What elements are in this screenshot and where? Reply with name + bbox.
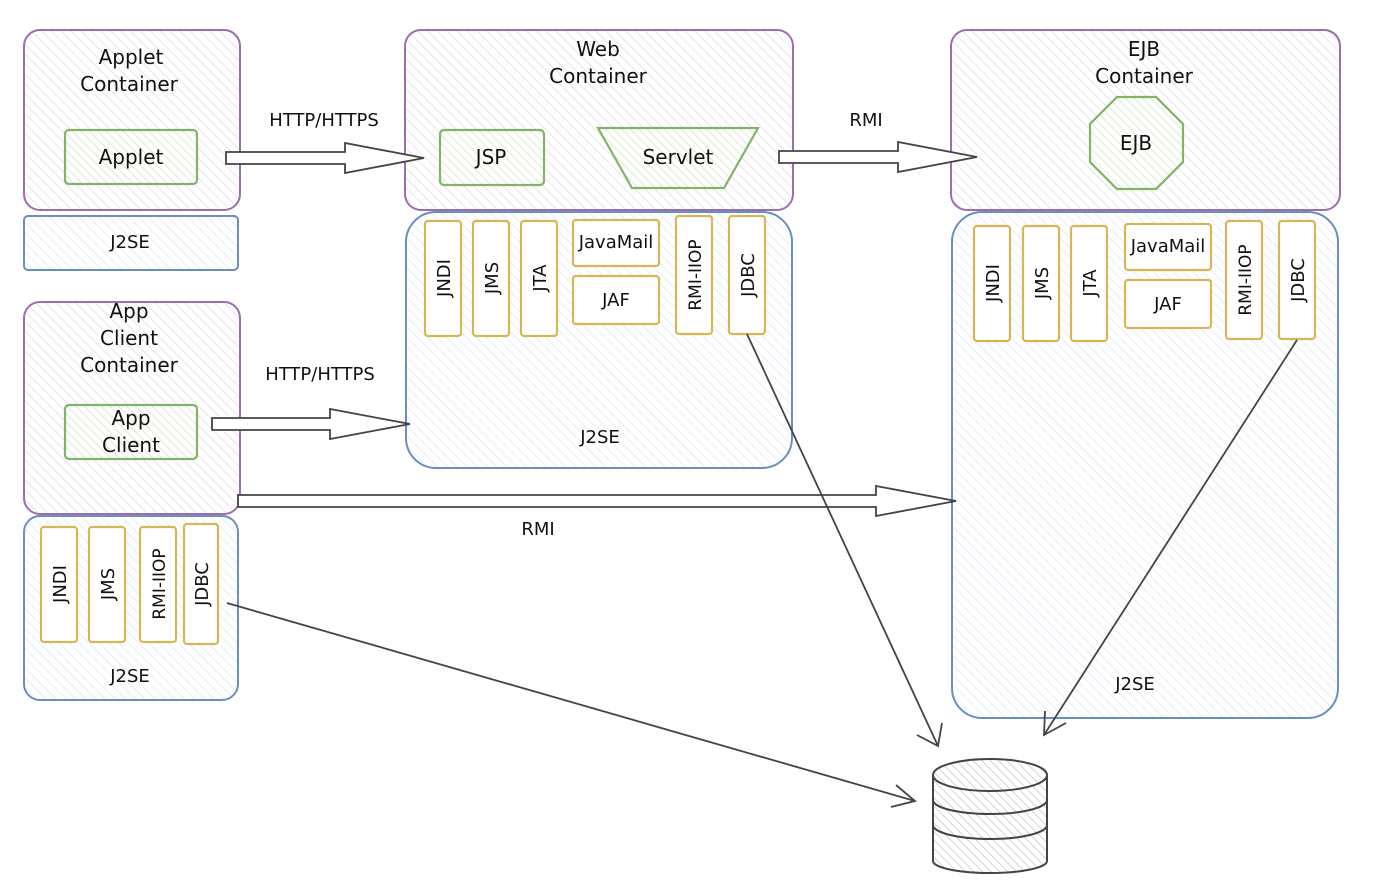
ejb-container-title-line2: Container <box>1095 64 1194 88</box>
arrow-web-jdbc-to-db-line <box>746 333 939 747</box>
ejb-jndi-box <box>972 224 1012 343</box>
client-jdbc-box <box>182 522 220 646</box>
app-client-container: App Client Container App Client <box>23 299 241 515</box>
app-client-container-title-line1: App <box>109 299 148 323</box>
ejb-rmi-iiop-box <box>1224 219 1264 341</box>
web-rmi-iiop-label: RMI-IIOP <box>686 239 706 310</box>
client-jndi-box <box>39 525 79 644</box>
ejb-rmi-iiop-label: RMI-IIOP <box>1236 244 1256 315</box>
web-jndi-label: JNDI <box>434 259 455 298</box>
web-jta-label: JTA <box>530 264 551 293</box>
arrow-client-jdbc-to-db <box>226 602 917 808</box>
ejb-javamail-box <box>1123 222 1213 272</box>
database-ring-2 <box>932 824 1048 840</box>
ejb-container: EJB Container EJB <box>950 29 1341 211</box>
web-jaf-label: JAF <box>601 290 630 311</box>
applet-label: Applet <box>99 145 164 169</box>
web-j2se: J2SE JNDI JMS JTA JavaMail JAF RMI-IIOP … <box>405 211 793 469</box>
web-jdbc-label: JDBC <box>738 253 759 298</box>
applet-box <box>63 128 199 186</box>
arrow-client-to-web: HTTP/HTTPS <box>211 364 411 441</box>
arrow-client-to-web-shape <box>211 407 411 441</box>
ejb-jaf-label: JAF <box>1153 294 1182 315</box>
jsp-box <box>438 128 546 187</box>
applet-j2se-label: J2SE <box>109 232 150 253</box>
ejb-jms-box <box>1021 224 1061 343</box>
web-container-title-line1: Web <box>576 37 620 61</box>
web-container: Web Container JSP Servlet <box>404 29 794 211</box>
arrow-web-to-ejb: RMI <box>778 110 978 174</box>
ejb-jdbc-box <box>1277 219 1317 341</box>
database-ring-1 <box>932 799 1048 815</box>
ejb-j2se: J2SE JNDI JMS JTA JavaMail JAF RMI-IIOP … <box>951 211 1339 719</box>
app-client-container-title-line3: Container <box>80 353 179 377</box>
ejb-container-title-line1: EJB <box>1128 37 1160 61</box>
client-jms-label: JMS <box>98 568 119 601</box>
database-body <box>932 775 1048 874</box>
web-rmi-iiop-box <box>674 214 714 336</box>
client-jdbc-label: JDBC <box>192 562 213 607</box>
app-client-j2se-label: J2SE <box>109 666 150 687</box>
arrow-client-to-ejb: RMI <box>237 484 957 540</box>
servlet-shape <box>596 126 760 190</box>
web-j2se-label: J2SE <box>579 427 620 448</box>
database-top <box>932 758 1048 792</box>
web-jms-label: JMS <box>482 262 503 295</box>
web-jta-box <box>519 219 559 338</box>
arrow-web-to-ejb-shape <box>778 140 978 174</box>
app-client-j2se: J2SE JNDI JMS RMI-IIOP JDBC <box>23 515 239 701</box>
app-client-label-line1: App <box>111 406 150 430</box>
client-rmi-iiop-label: RMI-IIOP <box>150 548 170 619</box>
database-icon <box>932 758 1048 874</box>
ejb-jta-box <box>1069 224 1109 343</box>
app-client-label-line2: Client <box>102 433 160 457</box>
label-client-to-ejb: RMI <box>521 519 554 540</box>
ejb-jndi-label: JNDI <box>983 264 1004 303</box>
ejb-label: EJB <box>1120 131 1152 155</box>
applet-j2se: J2SE <box>23 215 239 271</box>
app-client-container-title-line2: Client <box>100 326 158 350</box>
arrow-applet-to-web-shape <box>225 141 425 175</box>
client-jms-box <box>87 525 127 644</box>
arrow-web-jdbc-to-db <box>746 333 943 748</box>
ejb-jaf-box <box>1123 278 1213 330</box>
arrow-ejb-jdbc-to-db <box>1043 339 1298 737</box>
applet-j2se-box <box>23 215 239 271</box>
arrow-client-to-ejb-shape <box>237 484 957 518</box>
applet-container-title-line1: Applet <box>99 45 164 69</box>
label-applet-to-web: HTTP/HTTPS <box>269 110 379 131</box>
jsp-label: JSP <box>474 145 507 169</box>
client-rmi-iiop-box <box>138 525 178 644</box>
arrow-ejb-jdbc-to-db-head <box>1043 710 1067 737</box>
client-jndi-label: JNDI <box>50 565 71 604</box>
ejb-jta-label: JTA <box>1080 269 1101 298</box>
ejb-j2se-label: J2SE <box>1114 674 1155 695</box>
app-client-box <box>63 403 199 461</box>
ejb-jdbc-label: JDBC <box>1288 258 1309 303</box>
arrow-client-jdbc-to-db-line <box>226 602 916 802</box>
servlet-label: Servlet <box>643 145 714 169</box>
web-javamail-box <box>571 218 661 268</box>
applet-container: Applet Container Applet <box>23 29 241 211</box>
ejb-octagon <box>1088 95 1185 191</box>
web-jndi-box <box>423 219 463 338</box>
arrow-ejb-jdbc-to-db-line <box>1043 339 1298 736</box>
applet-container-title-line2: Container <box>80 72 179 96</box>
label-client-to-web: HTTP/HTTPS <box>265 364 375 385</box>
web-container-title-line2: Container <box>549 64 648 88</box>
web-jms-box <box>471 219 511 338</box>
arrow-applet-to-web: HTTP/HTTPS <box>225 110 425 175</box>
arrow-client-jdbc-to-db-head <box>890 784 917 808</box>
arrow-web-jdbc-to-db-head <box>916 722 943 748</box>
web-javamail-label: JavaMail <box>578 232 654 253</box>
ejb-javamail-label: JavaMail <box>1130 236 1206 257</box>
label-web-to-ejb: RMI <box>849 110 882 131</box>
ejb-jms-label: JMS <box>1032 267 1053 300</box>
web-jaf-box <box>571 274 661 326</box>
